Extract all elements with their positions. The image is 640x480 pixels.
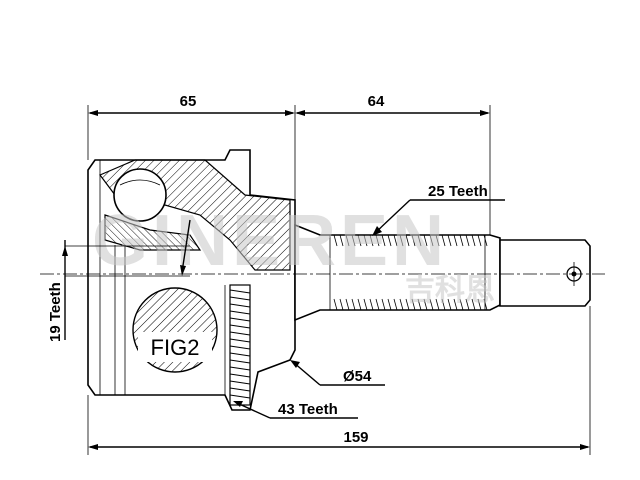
dim-housing-length: 65: [87, 93, 296, 200]
svg-text:吉科恩: 吉科恩: [405, 274, 495, 307]
svg-text:65: 65: [180, 93, 197, 110]
callout-shaft-spline: 25 Teeth: [372, 183, 505, 236]
fig2-detail: FIG2: [132, 287, 218, 373]
threaded-end: [499, 239, 591, 307]
svg-text:19 Teeth: 19 Teeth: [47, 282, 64, 342]
svg-text:Ø54: Ø54: [343, 368, 372, 385]
callout-abs-ring: 43 Teeth: [233, 401, 358, 419]
callout-seal-diameter: Ø54: [290, 360, 385, 386]
dim-overall-length: 159: [87, 306, 591, 455]
svg-text:43 Teeth: 43 Teeth: [278, 401, 338, 418]
dim-shaft-length: 64: [295, 93, 491, 235]
svg-text:GINEREN: GINEREN: [92, 201, 448, 281]
svg-text:64: 64: [368, 93, 385, 110]
watermark: GINEREN 吉科恩: [92, 201, 495, 307]
svg-text:25 Teeth: 25 Teeth: [428, 183, 488, 200]
svg-text:159: 159: [343, 429, 368, 446]
callout-inner-spline: 19 Teeth: [47, 219, 191, 342]
fig2-label: FIG2: [151, 335, 200, 360]
abs-tone-ring: [229, 284, 251, 406]
